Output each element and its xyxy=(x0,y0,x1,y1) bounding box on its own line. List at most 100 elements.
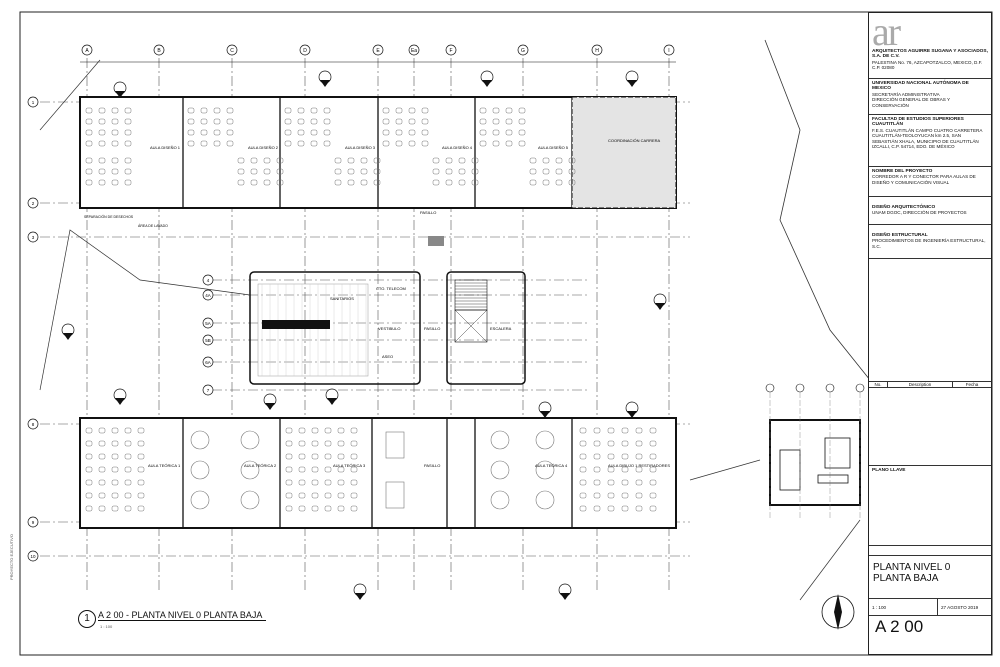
desk-chair xyxy=(579,440,587,447)
desk-chair xyxy=(298,453,306,460)
desk-chair xyxy=(297,140,305,147)
section-marker-arrow xyxy=(540,411,550,418)
desk-chair xyxy=(111,505,119,512)
desk-chair xyxy=(85,479,93,486)
desk-chair xyxy=(324,505,332,512)
desk-chair xyxy=(226,107,234,114)
grid-label: 1 xyxy=(32,100,35,105)
desk-chair xyxy=(187,118,195,125)
desk-chair xyxy=(111,479,119,486)
desk-chair xyxy=(285,505,293,512)
grid-bubble xyxy=(202,317,214,329)
grid-bubble xyxy=(372,44,384,56)
grid-label: 8 xyxy=(32,422,35,427)
section-marker-arrow xyxy=(63,333,73,340)
desk-chair xyxy=(382,129,390,136)
key-plan-building xyxy=(769,419,861,506)
desk-chair xyxy=(111,427,119,434)
desk-chair xyxy=(360,179,368,186)
desk-chair xyxy=(111,440,119,447)
desk-chair xyxy=(111,492,119,499)
section-marker-arrow xyxy=(115,91,125,98)
desk-chair xyxy=(621,492,629,499)
desk-chair xyxy=(187,140,195,147)
desk-chair xyxy=(479,107,487,114)
view-title: A 2 00 - PLANTA NIVEL 0 PLANTA BAJA xyxy=(98,610,267,621)
desk-chair xyxy=(479,140,487,147)
desk-chair xyxy=(111,118,119,125)
desk-chair xyxy=(323,129,331,136)
desk-chair xyxy=(284,140,292,147)
grid-label: 5B xyxy=(205,338,211,343)
desk-chair xyxy=(471,157,479,164)
desk-chair xyxy=(284,129,292,136)
desk-chair xyxy=(579,427,587,434)
services-block xyxy=(249,271,421,385)
client-line: DIRECCIÓN GENERAL DE OBRAS Y CONSERVACIÓ… xyxy=(872,97,951,108)
desk-chair xyxy=(529,157,537,164)
site-boundary xyxy=(39,229,251,391)
room-label: AULA DISEÑO 3 xyxy=(345,145,376,150)
desk-chair xyxy=(635,440,643,447)
section-marker-arrow xyxy=(627,411,637,418)
site-boundary xyxy=(799,519,861,601)
desk-chair xyxy=(200,107,208,114)
desk-chair xyxy=(263,179,271,186)
grid-label: 9 xyxy=(32,520,35,525)
room-label: AULA DISEÑO 2 xyxy=(248,145,279,150)
desk-chair xyxy=(237,157,245,164)
site-boundary xyxy=(689,459,761,481)
grid-bubble xyxy=(825,383,835,393)
grid-label: 5A xyxy=(205,321,211,326)
meeting-table xyxy=(385,431,405,459)
section-marker-arrow xyxy=(482,80,492,87)
desk-chair xyxy=(555,179,563,186)
desk-chair xyxy=(124,168,132,175)
desk-chair xyxy=(337,427,345,434)
rev-col-no: No. xyxy=(869,382,888,387)
desk-chair xyxy=(98,453,106,460)
desk-chair xyxy=(373,168,381,175)
building-outline xyxy=(79,417,677,529)
desk-chair xyxy=(518,118,526,125)
desk-chair xyxy=(621,466,629,473)
grid-label: 2 xyxy=(32,201,35,206)
desk-chair xyxy=(310,129,318,136)
desk-chair xyxy=(479,129,487,136)
desk-chair xyxy=(505,140,513,147)
desk-chair xyxy=(350,453,358,460)
arch-label: DISEÑO ARQUITECTÓNICO xyxy=(872,205,936,210)
desk-chair xyxy=(350,466,358,473)
desk-chair xyxy=(285,466,293,473)
firm-logo: ar xyxy=(872,9,901,54)
desk-chair xyxy=(298,479,306,486)
room-label: AULA TEÓRICA 1 xyxy=(148,463,181,468)
grid-bubble xyxy=(27,231,39,243)
room-label: SEPARACIÓN DE DESECHOS xyxy=(84,214,134,219)
room-label: COORDINACIÓN CARRERA xyxy=(608,138,661,143)
desk-chair xyxy=(337,440,345,447)
scale-value: 1 : 100 xyxy=(869,599,938,615)
desk-chair xyxy=(518,140,526,147)
desk-chair xyxy=(395,140,403,147)
desk-chair xyxy=(334,179,342,186)
desk-chair xyxy=(200,129,208,136)
desk-chair xyxy=(505,118,513,125)
desk-chair xyxy=(635,479,643,486)
grid-bubble xyxy=(795,383,805,393)
section-marker-arrow xyxy=(655,303,665,310)
desk-chair xyxy=(505,107,513,114)
desk-chair xyxy=(85,453,93,460)
desk-chair xyxy=(555,168,563,175)
section-marker-arrow xyxy=(115,398,125,405)
desk-chair xyxy=(298,427,306,434)
desk-chair xyxy=(276,168,284,175)
desk-chair xyxy=(285,427,293,434)
desk-chair xyxy=(111,168,119,175)
sheet-number: A 2 00 xyxy=(875,617,924,636)
desk-chair xyxy=(250,179,258,186)
desk-chair xyxy=(635,453,643,460)
grid-bubble xyxy=(226,44,238,56)
desk-chair xyxy=(85,157,93,164)
